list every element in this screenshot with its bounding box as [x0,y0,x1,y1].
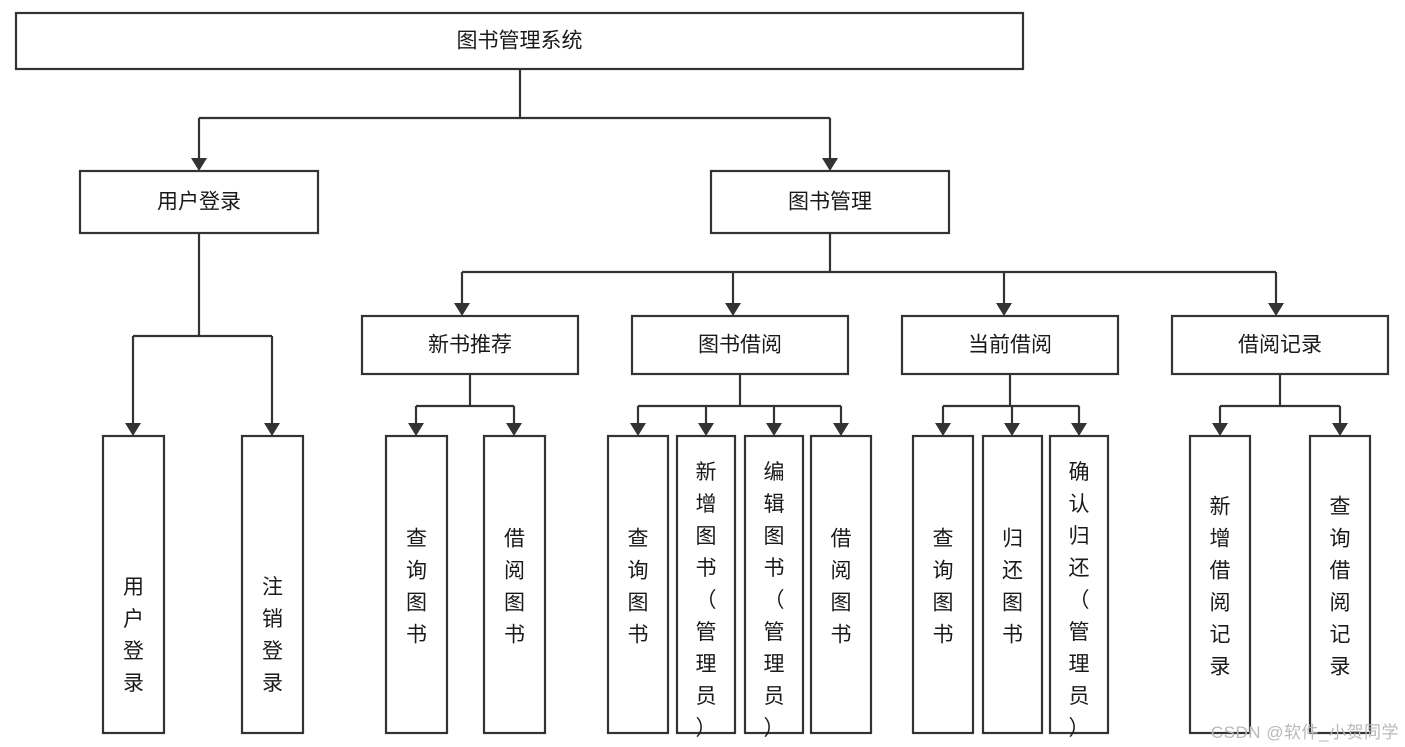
node-root[interactable]: 图书管理系统 [14,11,1025,71]
connector-records-bus [1212,374,1348,436]
node-b1[interactable]: 查询图书 [606,434,670,735]
connector-root-bus [191,69,838,171]
node-n2[interactable]: 借阅图书 [482,434,547,735]
node-box-b4 [809,434,873,735]
node-label-l1: 用户登录 [123,576,144,695]
connector-current-bus [935,374,1087,436]
node-label-current: 当前借阅 [968,334,1052,357]
node-box-borrow [630,314,850,376]
node-label-newbook: 新书推荐 [428,334,512,357]
node-label-b1: 查询图书 [628,527,649,646]
node-records[interactable]: 借阅记录 [1170,314,1390,376]
nodes-layer: 图书管理系统用户登录图书管理新书推荐图书借阅当前借阅借阅记录用户登录注销登录查询… [14,11,1390,740]
node-box-c3 [1048,434,1110,735]
node-label-records: 借阅记录 [1238,334,1322,357]
node-b3[interactable]: 编辑图书（管理员） [743,434,805,740]
node-label-b3: 编辑图书（管理员） [764,461,785,740]
node-box-c2 [981,434,1044,735]
node-box-r2 [1308,434,1372,735]
node-box-l1 [101,434,166,735]
node-box-current [900,314,1120,376]
node-current[interactable]: 当前借阅 [900,314,1120,376]
node-label-c3: 确认归还（管理员） [1069,461,1090,740]
node-bookmgmt[interactable]: 图书管理 [709,169,951,235]
node-box-b3 [743,434,805,735]
connectors-layer [125,69,1348,436]
node-label-c2: 归还图书 [1002,527,1023,646]
node-newbook[interactable]: 新书推荐 [360,314,580,376]
node-l1[interactable]: 用户登录 [101,434,166,735]
connector-borrow-bus [630,374,849,436]
node-box-records [1170,314,1390,376]
node-box-b2 [675,434,737,735]
node-label-n2: 借阅图书 [504,527,525,646]
node-box-c1 [911,434,975,735]
node-borrow[interactable]: 图书借阅 [630,314,850,376]
node-box-root [14,11,1025,71]
node-box-r1 [1188,434,1252,735]
node-label-r2: 查询借阅记录 [1330,495,1351,678]
node-box-l2 [240,434,305,735]
node-label-n1: 查询图书 [406,527,427,646]
node-b4[interactable]: 借阅图书 [809,434,873,735]
node-label-r1: 新增借阅记录 [1210,495,1231,678]
connector-bookmgmt-bus [454,233,1284,316]
node-c2[interactable]: 归还图书 [981,434,1044,735]
node-label-c1: 查询图书 [933,527,954,646]
node-box-login [78,169,320,235]
node-label-login: 用户登录 [157,191,241,214]
node-c3[interactable]: 确认归还（管理员） [1048,434,1110,740]
node-label-bookmgmt: 图书管理 [788,191,872,214]
node-box-n2 [482,434,547,735]
node-login[interactable]: 用户登录 [78,169,320,235]
node-label-l2: 注销登录 [262,576,283,695]
node-r1[interactable]: 新增借阅记录 [1188,434,1252,735]
node-box-newbook [360,314,580,376]
node-label-b2: 新增图书（管理员） [696,461,717,740]
connector-login-bus [125,233,280,436]
node-label-root: 图书管理系统 [457,30,583,53]
node-label-borrow: 图书借阅 [698,334,782,357]
node-label-b4: 借阅图书 [831,527,852,646]
node-l2[interactable]: 注销登录 [240,434,305,735]
watermark-text: CSDN @软件_小贺同学 [1210,723,1399,742]
node-b2[interactable]: 新增图书（管理员） [675,434,737,740]
node-box-n1 [384,434,449,735]
node-n1[interactable]: 查询图书 [384,434,449,735]
node-r2[interactable]: 查询借阅记录 [1308,434,1372,735]
connector-newbook-bus [408,374,522,436]
node-c1[interactable]: 查询图书 [911,434,975,735]
node-box-b1 [606,434,670,735]
node-box-bookmgmt [709,169,951,235]
